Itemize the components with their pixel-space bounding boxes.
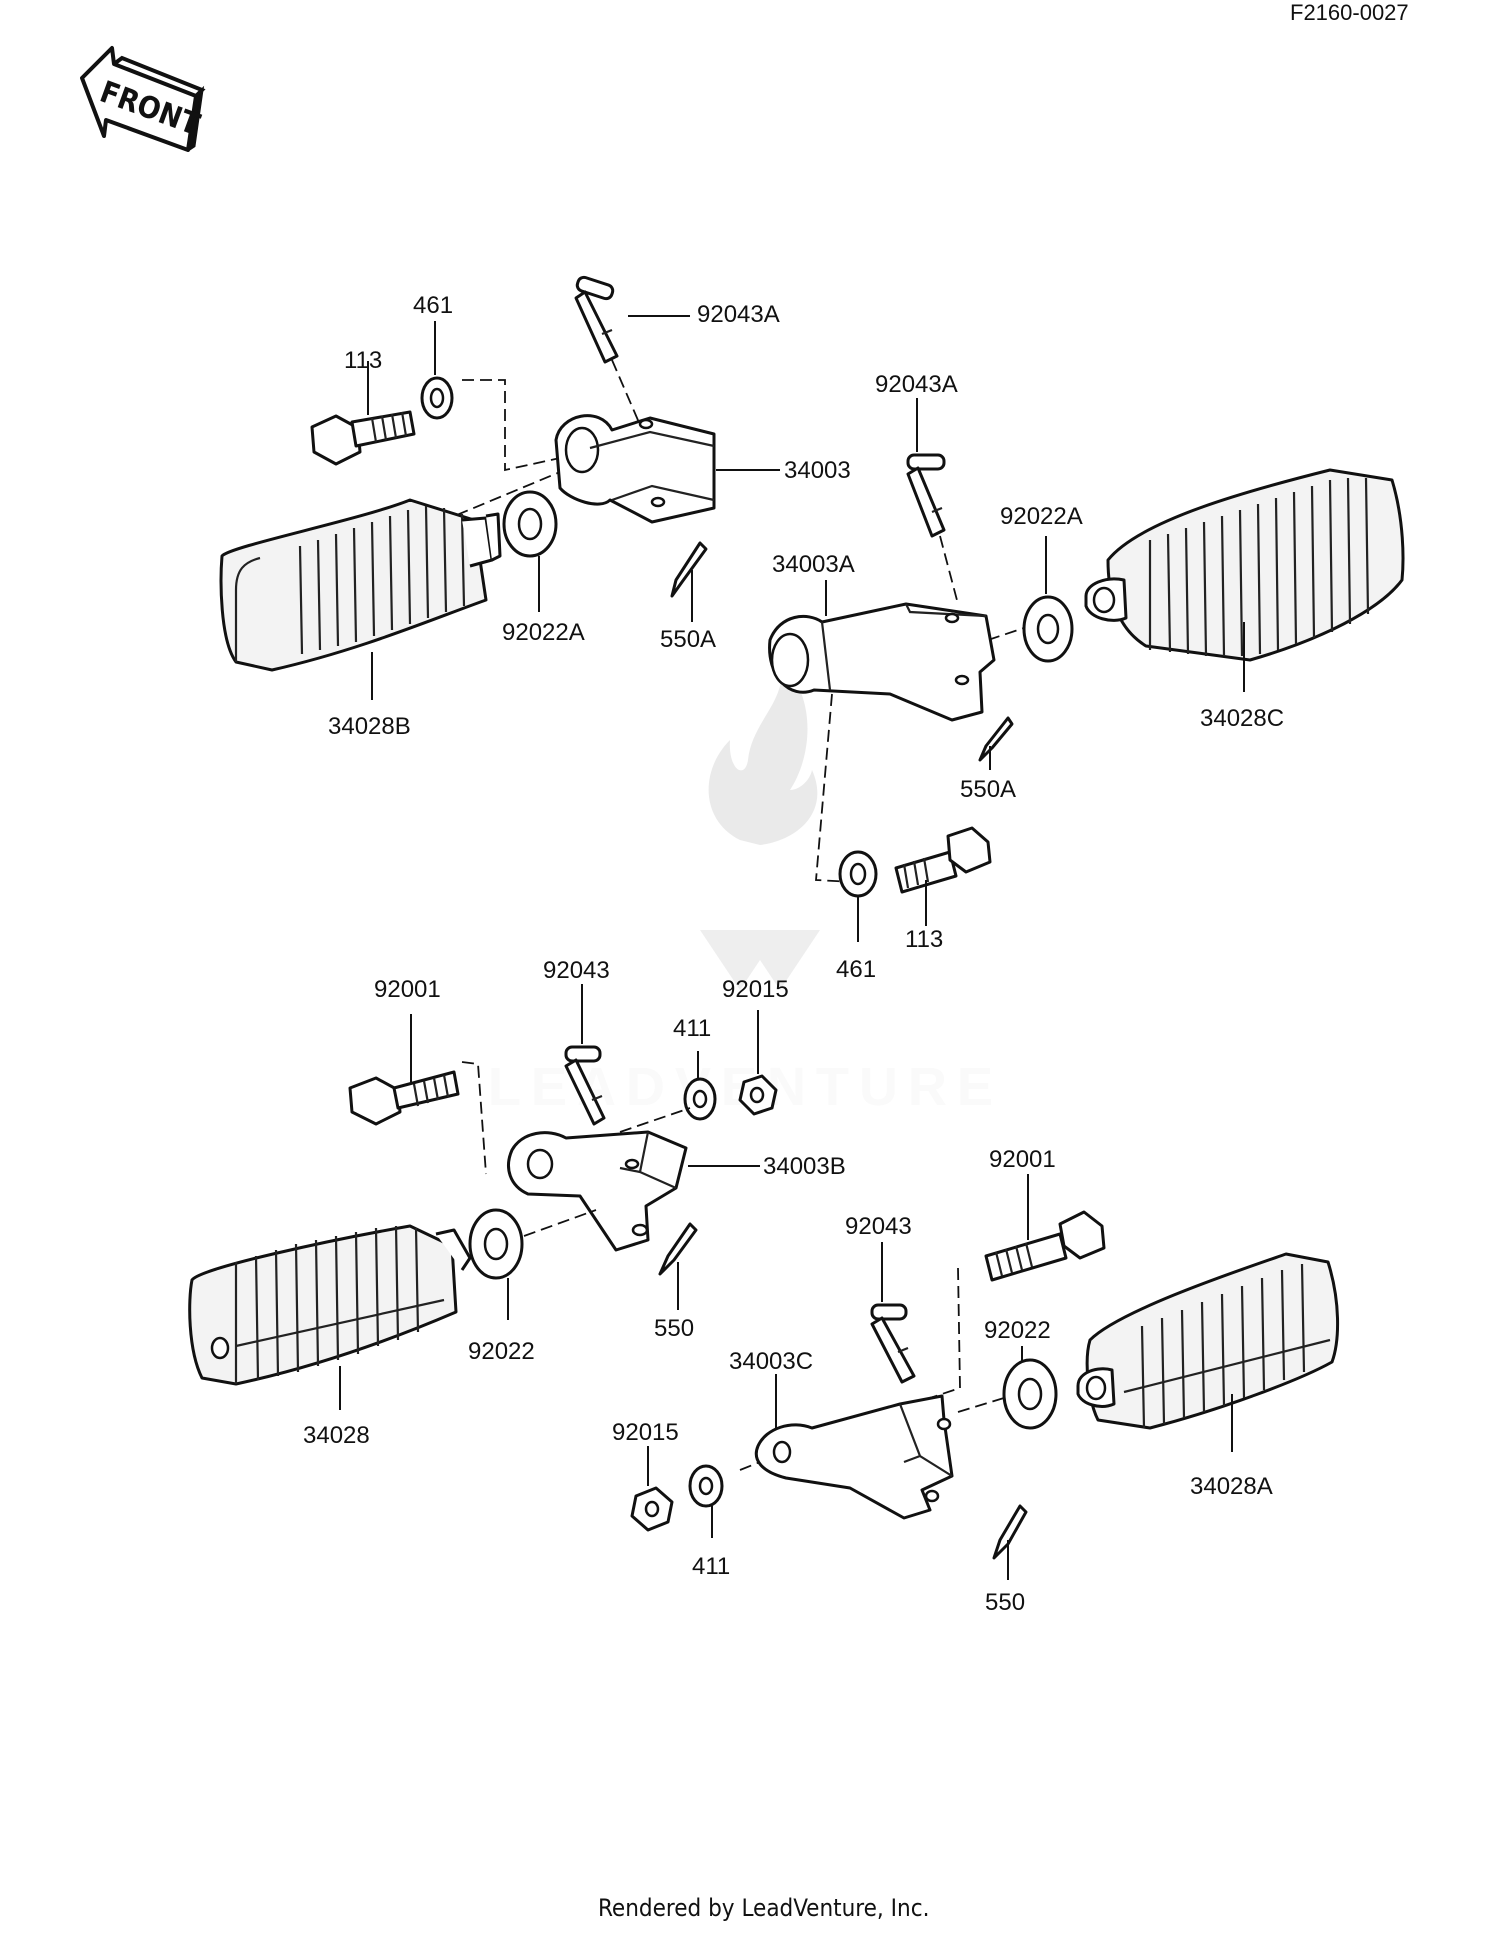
clevis-pin-92043-right: [870, 1303, 916, 1384]
label-bottom-right-washer: 92022: [984, 1317, 1051, 1344]
clevis-pin-92043: [564, 1045, 606, 1126]
footrest-rubber-34028: [188, 1224, 472, 1386]
label-bottom-right-small-washer: 411: [692, 1553, 730, 1580]
label-bottom-left-bracket: 34003B: [763, 1153, 846, 1180]
label-top-left-cotter-pin: 550A: [660, 626, 716, 653]
label-bottom-left-washer: 92022: [468, 1338, 535, 1365]
footpeg-assembly-top-right: 92043A 92022A 34003A 34028C: [768, 371, 1405, 983]
front-arrow-icon: FRONT: [80, 46, 206, 152]
footpeg-bracket-34003a: [768, 602, 996, 722]
cotter-pin-550a-right: [978, 716, 1014, 762]
bolt-113-right: [894, 826, 992, 894]
flat-washer-92022a-right: [1022, 595, 1074, 663]
footpeg-assembly-bottom-right: 92001 92043 92022 34003C: [612, 1146, 1340, 1616]
label-bottom-left-cotter-pin: 550: [654, 1315, 694, 1342]
bolt-92001: [348, 1070, 460, 1126]
cotter-pin-550-right: [992, 1504, 1028, 1560]
label-top-right-cotter-pin: 550A: [960, 776, 1016, 803]
flat-washer-92022-right: [1002, 1358, 1058, 1430]
footer-credit: Rendered by LeadVenture, Inc.: [598, 1894, 929, 1922]
label-top-left-washer: 92022A: [502, 619, 585, 646]
footpeg-bracket-34003b: [507, 1130, 688, 1252]
cotter-pin-550: [658, 1222, 698, 1276]
label-top-right-washer: 92022A: [1000, 503, 1083, 530]
footpeg-bracket-34003c: [754, 1394, 954, 1520]
footpeg-assembly-bottom-left: 92001 92043 411 92015: [188, 957, 846, 1449]
label-bottom-right-cotter-pin: 550: [985, 1589, 1025, 1616]
label-bottom-right-bolt: 92001: [989, 1146, 1056, 1173]
label-bottom-right-nut: 92015: [612, 1419, 679, 1446]
flat-washer-92022: [468, 1208, 524, 1280]
footrest-rubber-34028c: [1084, 468, 1405, 662]
footpeg-assembly-top-left: 92043A 461 113 34003: [219, 275, 851, 740]
label-top-left-lock-washer: 461: [413, 292, 453, 319]
label-top-left-footrest: 34028B: [328, 713, 411, 740]
label-bottom-right-bracket: 34003C: [729, 1348, 813, 1375]
footrest-rubber-34028b: [219, 498, 502, 672]
label-bottom-left-footrest: 34028: [303, 1422, 370, 1449]
nut-92015: [738, 1074, 778, 1116]
lock-washer-461-right: [838, 850, 878, 898]
footpeg-bracket-34003: [554, 414, 716, 524]
label-top-left-bracket: 34003: [784, 457, 851, 484]
label-bottom-left-pin: 92043: [543, 957, 610, 984]
clevis-pin-92043a-right: [906, 453, 946, 538]
footrest-rubber-34028a: [1076, 1252, 1340, 1430]
bolt-92001-right: [984, 1210, 1106, 1282]
label-top-left-pin: 92043A: [697, 301, 780, 328]
washer-411: [683, 1077, 717, 1121]
label-top-right-lock-washer: 461: [836, 956, 876, 983]
label-top-right-footrest: 34028C: [1200, 705, 1284, 732]
bolt-113: [310, 410, 416, 466]
label-top-right-bolt: 113: [905, 926, 943, 953]
label-top-left-bolt: 113: [344, 347, 382, 374]
label-bottom-right-pin: 92043: [845, 1213, 912, 1240]
flat-washer-92022a: [502, 490, 558, 558]
label-bottom-left-small-washer: 411: [673, 1015, 711, 1042]
diagram-code: F2160-0027: [1290, 0, 1409, 25]
label-top-right-bracket: 34003A: [772, 551, 855, 578]
washer-411-right: [688, 1464, 724, 1508]
lock-washer-461: [420, 376, 454, 420]
nut-92015-right: [630, 1486, 674, 1532]
label-bottom-right-footrest: 34028A: [1190, 1473, 1273, 1500]
clevis-pin-92043a: [574, 275, 619, 364]
label-bottom-left-nut: 92015: [722, 976, 789, 1003]
label-top-right-pin: 92043A: [875, 371, 958, 398]
label-bottom-left-bolt: 92001: [374, 976, 441, 1003]
cotter-pin-550a: [670, 541, 708, 598]
